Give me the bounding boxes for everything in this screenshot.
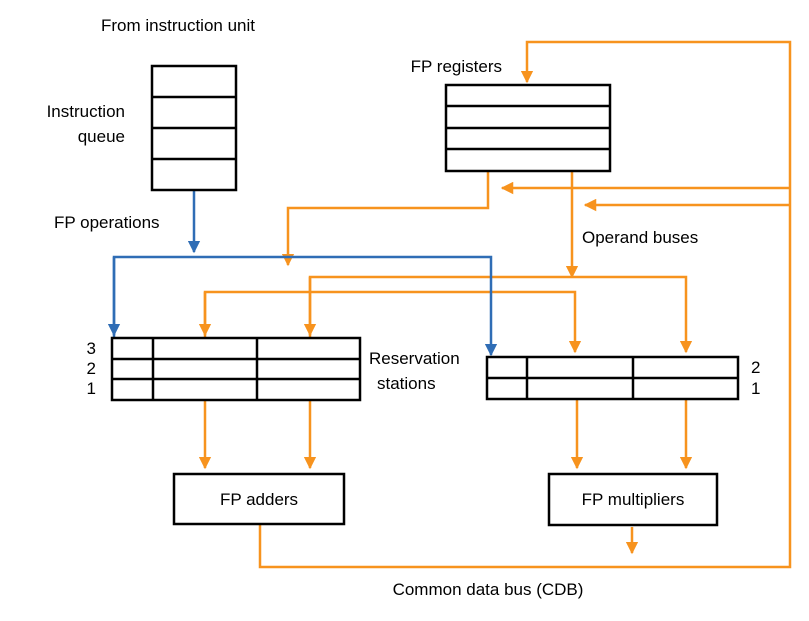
multiplier-reservation-stations (485, 355, 740, 401)
reservation-stations-label-line1: Reservation (369, 349, 460, 368)
adder-station-number: 1 (87, 379, 96, 398)
multiplier-station-number: 1 (751, 379, 760, 398)
fp-multipliers-label: FP multipliers (582, 490, 685, 509)
operand-buses-label: Operand buses (582, 228, 698, 247)
fp-operations-bus (107, 190, 498, 357)
fp-adders-box (172, 472, 346, 526)
instruction-queue (150, 64, 238, 192)
common-data-bus-label: Common data bus (CDB) (393, 580, 584, 599)
instruction-queue-label-line2: queue (78, 127, 125, 146)
multiplier-station-number: 2 (751, 358, 760, 377)
fp-registers (444, 83, 612, 173)
adder-station-number: 2 (87, 359, 96, 378)
operand-bus-lines (198, 172, 693, 470)
instruction-queue-label-line1: Instruction (47, 102, 125, 121)
fp-adders-label: FP adders (220, 490, 298, 509)
reservation-stations-label-line2: stations (377, 374, 436, 393)
fp-multipliers-box (547, 472, 719, 527)
common-data-bus-lines (258, 40, 792, 569)
adder-reservation-stations (110, 336, 362, 402)
fp-operations-label: FP operations (54, 213, 160, 232)
from-instruction-unit-label: From instruction unit (101, 16, 255, 35)
adder-station-number: 3 (87, 339, 96, 358)
fp-registers-label: FP registers (411, 57, 502, 76)
